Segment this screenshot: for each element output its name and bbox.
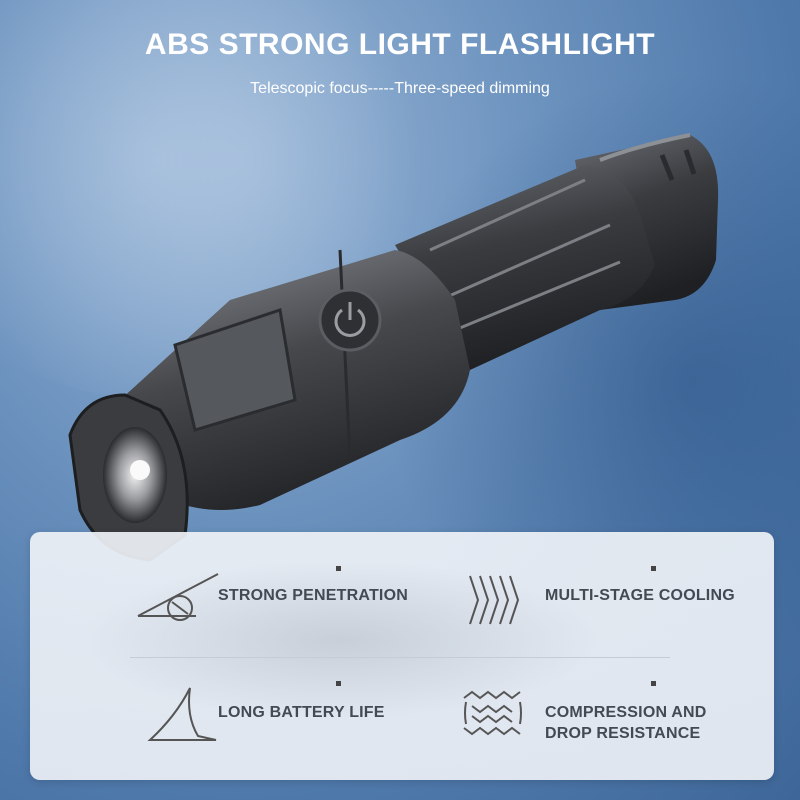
features-divider xyxy=(130,657,670,658)
feature-line-1: COMPRESSION AND xyxy=(545,704,707,721)
feature-strong-penetration: STRONG PENETRATION xyxy=(218,587,408,604)
feature-compression-drop-resistance: COMPRESSION AND DROP RESISTANCE xyxy=(545,702,707,744)
page-title: ABS STRONG LIGHT FLASHLIGHT xyxy=(144,28,656,61)
head-block xyxy=(120,250,470,510)
bullet-dot xyxy=(651,566,656,571)
cooling-fins-icon xyxy=(469,575,520,625)
fin-icon xyxy=(147,687,217,741)
bullet-dot xyxy=(336,681,341,686)
handle-body xyxy=(395,165,655,370)
bullet-dot xyxy=(651,681,656,686)
features-panel xyxy=(30,532,774,780)
bullet-dot xyxy=(336,566,341,571)
shock-absorb-icon xyxy=(463,690,522,736)
feature-long-battery-life: LONG BATTERY LIFE xyxy=(218,704,385,721)
beam-icon xyxy=(137,573,219,621)
page-subtitle: Telescopic focus-----Three-speed dimming xyxy=(250,80,550,97)
feature-line-2: DROP RESISTANCE xyxy=(545,725,701,742)
feature-multi-stage-cooling: MULTI-STAGE COOLING xyxy=(545,587,735,604)
